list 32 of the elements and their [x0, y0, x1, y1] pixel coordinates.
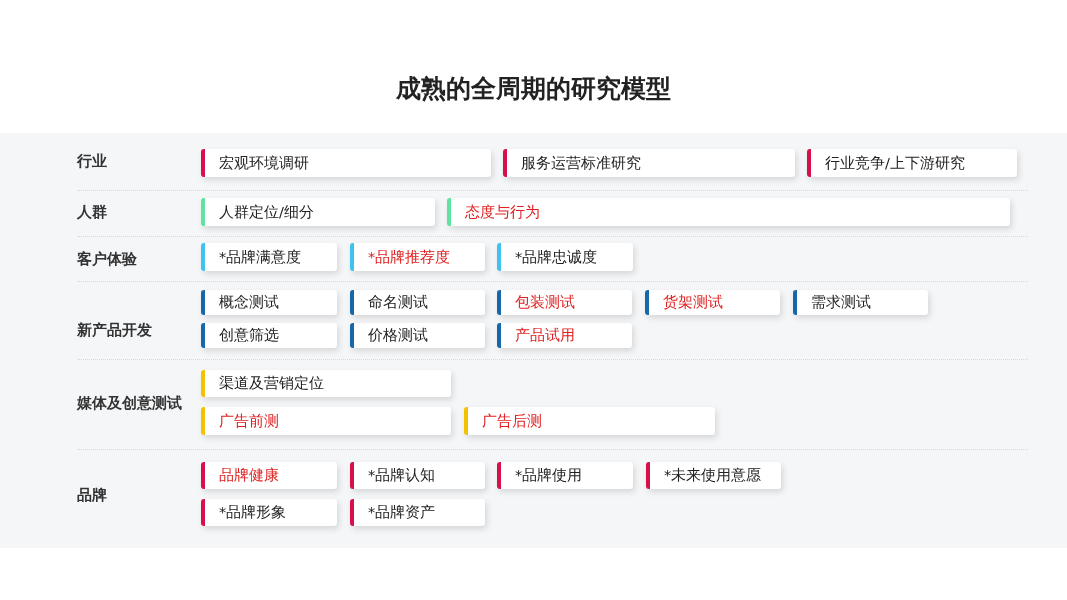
topic-card: 服务运营标准研究: [503, 149, 795, 177]
topic-card: 态度与行为: [447, 198, 1010, 226]
topic-card: 价格测试: [350, 323, 485, 348]
topic-card: *品牌满意度: [201, 243, 337, 271]
title: 成熟的全周期的研究模型: [395, 73, 672, 105]
topic-card: 包装测试: [497, 290, 632, 315]
row-label: 品牌: [77, 485, 107, 505]
topic-card: 人群定位/细分: [201, 198, 435, 226]
row-label: 人群: [77, 202, 107, 222]
topic-card: *品牌推荐度: [350, 243, 485, 271]
topic-card: 广告前测: [201, 407, 451, 435]
topic-card: *品牌认知: [350, 462, 485, 489]
topic-card: *品牌使用: [497, 462, 633, 489]
topic-card: *品牌形象: [201, 499, 337, 526]
row-label: 行业: [77, 151, 107, 171]
topic-card: 创意筛选: [201, 323, 337, 348]
topic-card: 宏观环境调研: [201, 149, 491, 177]
topic-card: 广告后测: [464, 407, 715, 435]
topic-card: 需求测试: [793, 290, 928, 315]
topic-card: 品牌健康: [201, 462, 337, 489]
topic-card: 渠道及营销定位: [201, 370, 451, 397]
row-label: 新产品开发: [77, 320, 152, 340]
topic-card: 货架测试: [645, 290, 780, 315]
topic-card: 概念测试: [201, 290, 337, 315]
topic-card: 行业竞争/上下游研究: [807, 149, 1017, 177]
topic-card: *品牌忠诚度: [497, 243, 633, 271]
topic-card: *品牌资产: [350, 499, 485, 526]
topic-card: 产品试用: [497, 323, 632, 348]
row-label: 客户体验: [77, 249, 137, 269]
topic-card: 命名测试: [350, 290, 485, 315]
row-label: 媒体及创意测试: [77, 393, 182, 413]
topic-card: *未来使用意愿: [646, 462, 781, 489]
